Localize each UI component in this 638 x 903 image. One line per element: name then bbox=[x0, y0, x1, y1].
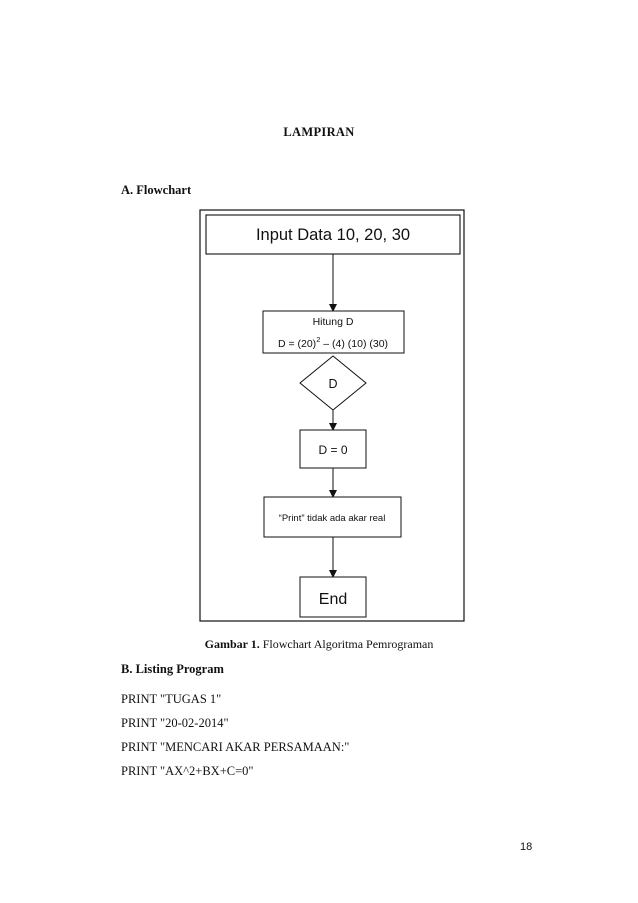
decision-label: D bbox=[328, 377, 337, 391]
listing-line: PRINT "20-02-2014" bbox=[121, 716, 229, 730]
flowchart-frame bbox=[199, 209, 465, 622]
figure-caption: Gambar 1. Flowchart Algoritma Pemrograma… bbox=[0, 637, 638, 652]
section-a-heading: A. Flowchart bbox=[121, 183, 192, 197]
page-heading: LAMPIRAN bbox=[283, 125, 355, 139]
caption-text: Flowchart Algoritma Pemrograman bbox=[259, 637, 434, 651]
hitung-d-title: Hitung D bbox=[313, 316, 354, 328]
listing-line: PRINT "AX^2+BX+C=0" bbox=[121, 764, 254, 778]
end-label: End bbox=[319, 591, 347, 608]
listing-line: PRINT "MENCARI AKAR PERSAMAAN:" bbox=[121, 740, 350, 754]
input-data-label: Input Data 10, 20, 30 bbox=[256, 226, 410, 244]
input-data-box bbox=[205, 214, 461, 255]
page-number: 18 bbox=[520, 841, 533, 853]
print-label: “Print” tidak ada akar real bbox=[279, 513, 386, 524]
section-b-heading: B. Listing Program bbox=[121, 662, 224, 676]
caption-label: Gambar 1. bbox=[204, 637, 260, 651]
listing-line: PRINT "TUGAS 1" bbox=[121, 692, 222, 706]
condition-label: D = 0 bbox=[318, 443, 347, 457]
hitung-d-box bbox=[262, 310, 405, 354]
hitung-d-formula: D = (20)2 – (4) (10) (30) bbox=[278, 335, 388, 350]
condition-box bbox=[299, 429, 367, 469]
end-box bbox=[299, 576, 367, 618]
